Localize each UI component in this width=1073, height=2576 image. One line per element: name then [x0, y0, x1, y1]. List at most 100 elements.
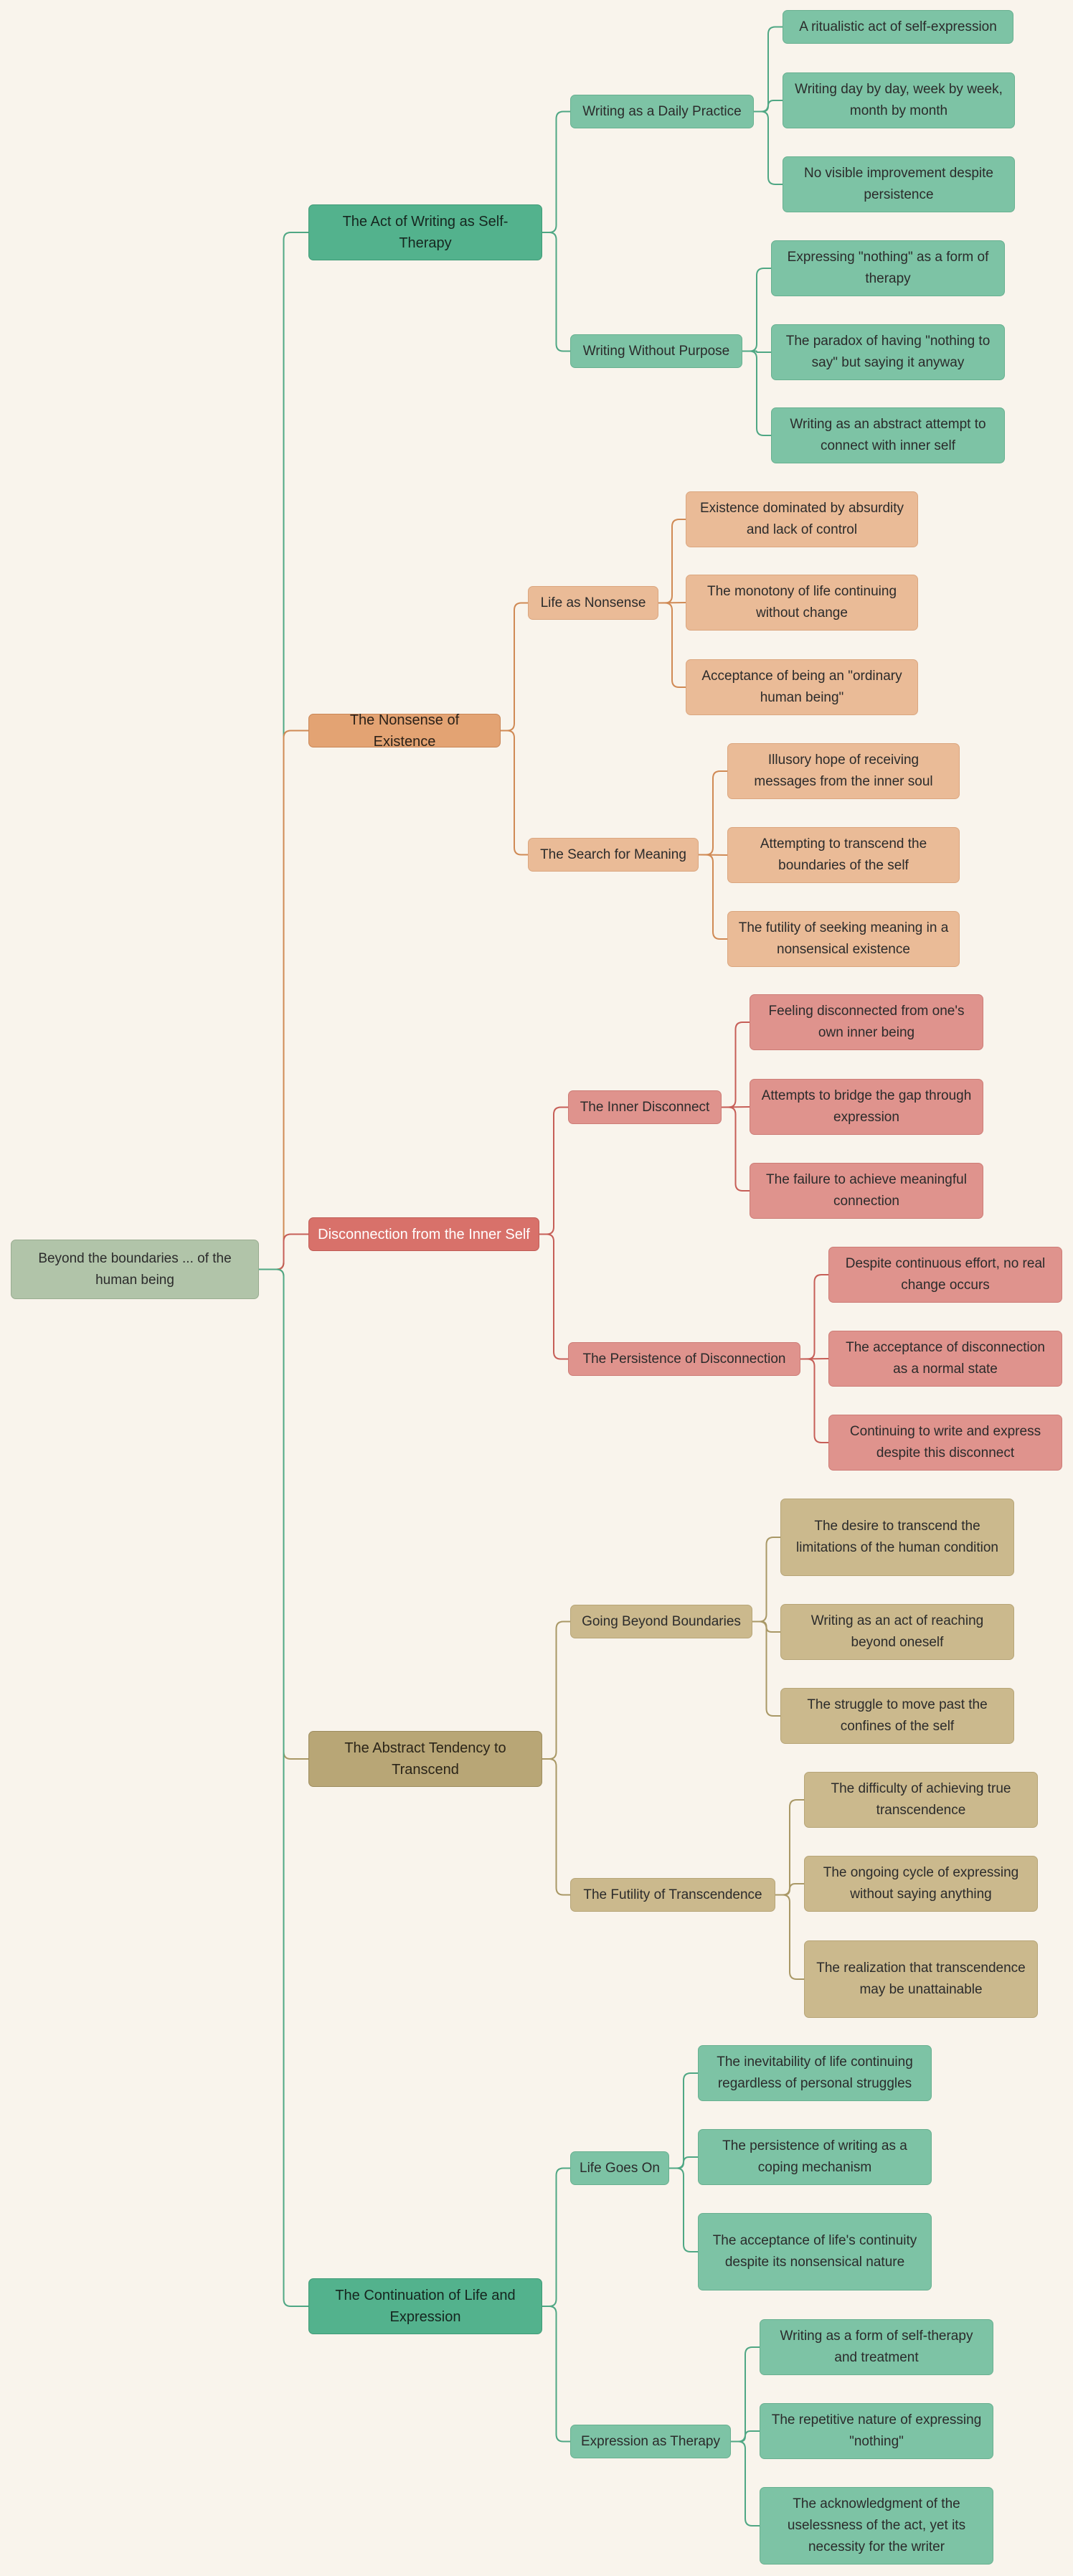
subtopic-life-as-nonsense[interactable]: Life as Nonsense: [528, 586, 658, 620]
leaf-attempts-to-bridge-the-gap-through-expression[interactable]: Attempts to bridge the gap through expre…: [750, 1079, 983, 1135]
connector-3-2-leaf-1: [800, 1274, 828, 1360]
connector-branch-2-sub-2: [501, 730, 528, 856]
root-node[interactable]: Beyond the boundaries ... of the human b…: [11, 1240, 259, 1299]
leaf-attempting-to-transcend-the-boundaries-of-the-se[interactable]: Attempting to transcend the boundaries o…: [727, 827, 960, 883]
leaf-writing-as-an-abstract-attempt-to-connect-with-i[interactable]: Writing as an abstract attempt to connec…: [771, 407, 1005, 463]
connector-4-2-leaf-1: [775, 1799, 804, 1896]
leaf-the-acceptance-of-life-s-continuity-despite-its-[interactable]: The acceptance of life's continuity desp…: [698, 2213, 932, 2290]
leaf-the-monotony-of-life-continuing-without-change[interactable]: The monotony of life continuing without …: [686, 575, 918, 631]
connector-root-branch-5: [259, 1268, 308, 2307]
leaf-the-struggle-to-move-past-the-confines-of-the-se-label: The struggle to move past the confines o…: [807, 1697, 988, 1734]
leaf-no-visible-improvement-despite-persistence[interactable]: No visible improvement despite persisten…: [783, 156, 1015, 212]
leaf-writing-as-a-form-of-self-therapy-and-treatment[interactable]: Writing as a form of self-therapy and tr…: [760, 2319, 993, 2375]
leaf-expressing-nothing-as-a-form-of-therapy[interactable]: Expressing "nothing" as a form of therap…: [771, 240, 1005, 296]
connector-2-2-leaf-1: [699, 770, 727, 856]
leaf-continuing-to-write-and-express-despite-this-dis[interactable]: Continuing to write and express despite …: [828, 1415, 1062, 1471]
connector-1-1-leaf-1: [754, 26, 783, 113]
leaf-the-desire-to-transcend-the-limitations-of-the-h[interactable]: The desire to transcend the limitations …: [780, 1499, 1014, 1576]
connector-branch-1-sub-1: [542, 110, 570, 233]
leaf-illusory-hope-of-receiving-messages-from-the-inn-label: Illusory hope of receiving messages from…: [754, 752, 933, 789]
branch-the-act-of-writing-as-self-therapy[interactable]: The Act of Writing as Self-Therapy: [308, 204, 542, 260]
leaf-the-failure-to-achieve-meaningful-connection[interactable]: The failure to achieve meaningful connec…: [750, 1163, 983, 1219]
connector-2-2-leaf-3: [699, 854, 727, 940]
leaf-despite-continuous-effort-no-real-change-occurs-label: Despite continuous effort, no real chang…: [845, 1256, 1046, 1293]
connector-branch-4-sub-1: [542, 1620, 570, 1760]
branch-the-abstract-tendency-to-transcend[interactable]: The Abstract Tendency to Transcend: [308, 1731, 542, 1787]
branch-the-nonsense-of-existence[interactable]: The Nonsense of Existence: [308, 712, 501, 750]
leaf-writing-as-an-act-of-reaching-beyond-oneself-label: Writing as an act of reaching beyond one…: [810, 1613, 984, 1650]
leaf-continuing-to-write-and-express-despite-this-dis-label: Continuing to write and express despite …: [849, 1424, 1041, 1461]
leaf-feeling-disconnected-from-one-s-own-inner-being[interactable]: Feeling disconnected from one's own inne…: [750, 994, 983, 1050]
leaf-the-persistence-of-writing-as-a-coping-mechanism[interactable]: The persistence of writing as a coping m…: [698, 2129, 932, 2185]
subtopic-the-persistence-of-disconnection[interactable]: The Persistence of Disconnection: [568, 1342, 800, 1376]
leaf-the-inevitability-of-life-continuing-regardless-[interactable]: The inevitability of life continuing reg…: [698, 2045, 932, 2101]
subtopic-going-beyond-boundaries-label: Going Beyond Boundaries: [582, 1613, 741, 1629]
connector-2-1-leaf-1: [658, 519, 686, 604]
leaf-expressing-nothing-as-a-form-of-therapy-label: Expressing "nothing" as a form of therap…: [787, 250, 989, 286]
leaf-a-ritualistic-act-of-self-expression-label: A ritualistic act of self-expression: [799, 19, 997, 34]
connector-branch-3-sub-1: [539, 1106, 568, 1235]
branch-disconnection-from-the-inner-self-label: Disconnection from the Inner Self: [318, 1226, 530, 1242]
leaf-acceptance-of-being-an-ordinary-human-being[interactable]: Acceptance of being an "ordinary human b…: [686, 659, 918, 715]
leaf-no-visible-improvement-despite-persistence-label: No visible improvement despite persisten…: [803, 166, 993, 202]
branch-the-abstract-tendency-to-transcend-label: The Abstract Tendency to Transcend: [344, 1740, 506, 1778]
leaf-writing-as-an-abstract-attempt-to-connect-with-i-label: Writing as an abstract attempt to connec…: [790, 417, 986, 453]
leaf-the-repetitive-nature-of-expressing-nothing[interactable]: The repetitive nature of expressing "not…: [760, 2403, 993, 2459]
connector-1-1-leaf-2: [754, 100, 783, 113]
branch-disconnection-from-the-inner-self[interactable]: Disconnection from the Inner Self: [308, 1217, 539, 1251]
subtopic-the-inner-disconnect[interactable]: The Inner Disconnect: [568, 1090, 722, 1124]
connector-5-1-leaf-3: [669, 2167, 698, 2252]
connector-branch-5-sub-1: [542, 2167, 570, 2307]
leaf-illusory-hope-of-receiving-messages-from-the-inn[interactable]: Illusory hope of receiving messages from…: [727, 743, 960, 799]
leaf-writing-day-by-day-week-by-week-month-by-month[interactable]: Writing day by day, week by week, month …: [783, 72, 1015, 128]
subtopic-writing-as-a-daily-practice[interactable]: Writing as a Daily Practice: [570, 95, 754, 128]
leaf-the-difficulty-of-achieving-true-transcendence[interactable]: The difficulty of achieving true transce…: [804, 1772, 1038, 1828]
leaf-despite-continuous-effort-no-real-change-occurs[interactable]: Despite continuous effort, no real chang…: [828, 1247, 1062, 1303]
connector-branch-1-sub-2: [542, 232, 570, 352]
subtopic-going-beyond-boundaries[interactable]: Going Beyond Boundaries: [570, 1605, 752, 1638]
connector-4-1-leaf-1: [752, 1537, 780, 1623]
connector-4-2-leaf-3: [775, 1894, 804, 1980]
leaf-the-struggle-to-move-past-the-confines-of-the-se[interactable]: The struggle to move past the confines o…: [780, 1688, 1014, 1744]
connector-root-branch-2: [259, 730, 308, 1270]
subtopic-writing-without-purpose-label: Writing Without Purpose: [582, 343, 730, 359]
leaf-a-ritualistic-act-of-self-expression[interactable]: A ritualistic act of self-expression: [783, 10, 1013, 44]
leaf-attempts-to-bridge-the-gap-through-expression-label: Attempts to bridge the gap through expre…: [761, 1088, 972, 1125]
leaf-the-realization-that-transcendence-may-be-unatta[interactable]: The realization that transcendence may b…: [804, 1940, 1038, 2018]
connector-branch-3-sub-2: [539, 1233, 568, 1360]
leaf-the-futility-of-seeking-meaning-in-a-nonsensical[interactable]: The futility of seeking meaning in a non…: [727, 911, 960, 967]
subtopic-the-search-for-meaning[interactable]: The Search for Meaning: [528, 838, 699, 872]
subtopic-the-futility-of-transcendence-label: The Futility of Transcendence: [583, 1887, 762, 1902]
connector-1-1-leaf-3: [754, 110, 783, 185]
leaf-attempting-to-transcend-the-boundaries-of-the-se-label: Attempting to transcend the boundaries o…: [760, 836, 927, 873]
leaf-acceptance-of-being-an-ordinary-human-being-label: Acceptance of being an "ordinary human b…: [701, 669, 902, 705]
subtopic-the-futility-of-transcendence[interactable]: The Futility of Transcendence: [570, 1878, 775, 1912]
connector-1-2-leaf-3: [742, 350, 771, 436]
connector-2-1-leaf-3: [658, 602, 686, 688]
leaf-the-realization-that-transcendence-may-be-unatta-label: The realization that transcendence may b…: [816, 1961, 1026, 1997]
leaf-the-acknowledgment-of-the-uselessness-of-the-act[interactable]: The acknowledgment of the uselessness of…: [760, 2487, 993, 2565]
subtopic-the-persistence-of-disconnection-label: The Persistence of Disconnection: [582, 1351, 786, 1367]
leaf-existence-dominated-by-absurdity-and-lack-of-con[interactable]: Existence dominated by absurdity and lac…: [686, 491, 918, 547]
connector-5-2-leaf-3: [731, 2440, 760, 2527]
connector-4-1-leaf-3: [752, 1620, 780, 1717]
subtopic-the-inner-disconnect-label: The Inner Disconnect: [580, 1099, 710, 1115]
subtopic-life-goes-on[interactable]: Life Goes On: [570, 2151, 669, 2185]
connector-3-2-leaf-3: [800, 1358, 828, 1443]
leaf-the-acceptance-of-disconnection-as-a-normal-stat[interactable]: The acceptance of disconnection as a nor…: [828, 1331, 1062, 1387]
leaf-the-difficulty-of-achieving-true-transcendence-label: The difficulty of achieving true transce…: [831, 1781, 1011, 1818]
leaf-the-ongoing-cycle-of-expressing-without-saying-a[interactable]: The ongoing cycle of expressing without …: [804, 1856, 1038, 1912]
branch-the-continuation-of-life-and-expression[interactable]: The Continuation of Life and Expression: [308, 2278, 542, 2334]
branch-the-continuation-of-life-and-expression-label: The Continuation of Life and Expression: [335, 2288, 516, 2325]
leaf-the-paradox-of-having-nothing-to-say-but-saying-[interactable]: The paradox of having "nothing to say" b…: [771, 324, 1005, 380]
connector-5-1-leaf-1: [669, 2072, 698, 2169]
leaf-the-acknowledgment-of-the-uselessness-of-the-act-label: The acknowledgment of the uselessness of…: [787, 2496, 966, 2554]
leaf-the-repetitive-nature-of-expressing-nothing-label: The repetitive nature of expressing "not…: [771, 2412, 982, 2449]
leaf-writing-as-an-act-of-reaching-beyond-oneself[interactable]: Writing as an act of reaching beyond one…: [780, 1604, 1014, 1660]
subtopic-writing-without-purpose[interactable]: Writing Without Purpose: [570, 334, 742, 368]
leaf-the-ongoing-cycle-of-expressing-without-saying-a-label: The ongoing cycle of expressing without …: [823, 1865, 1019, 1902]
subtopic-expression-as-therapy[interactable]: Expression as Therapy: [570, 2425, 731, 2458]
branch-the-act-of-writing-as-self-therapy-label: The Act of Writing as Self-Therapy: [342, 214, 509, 251]
